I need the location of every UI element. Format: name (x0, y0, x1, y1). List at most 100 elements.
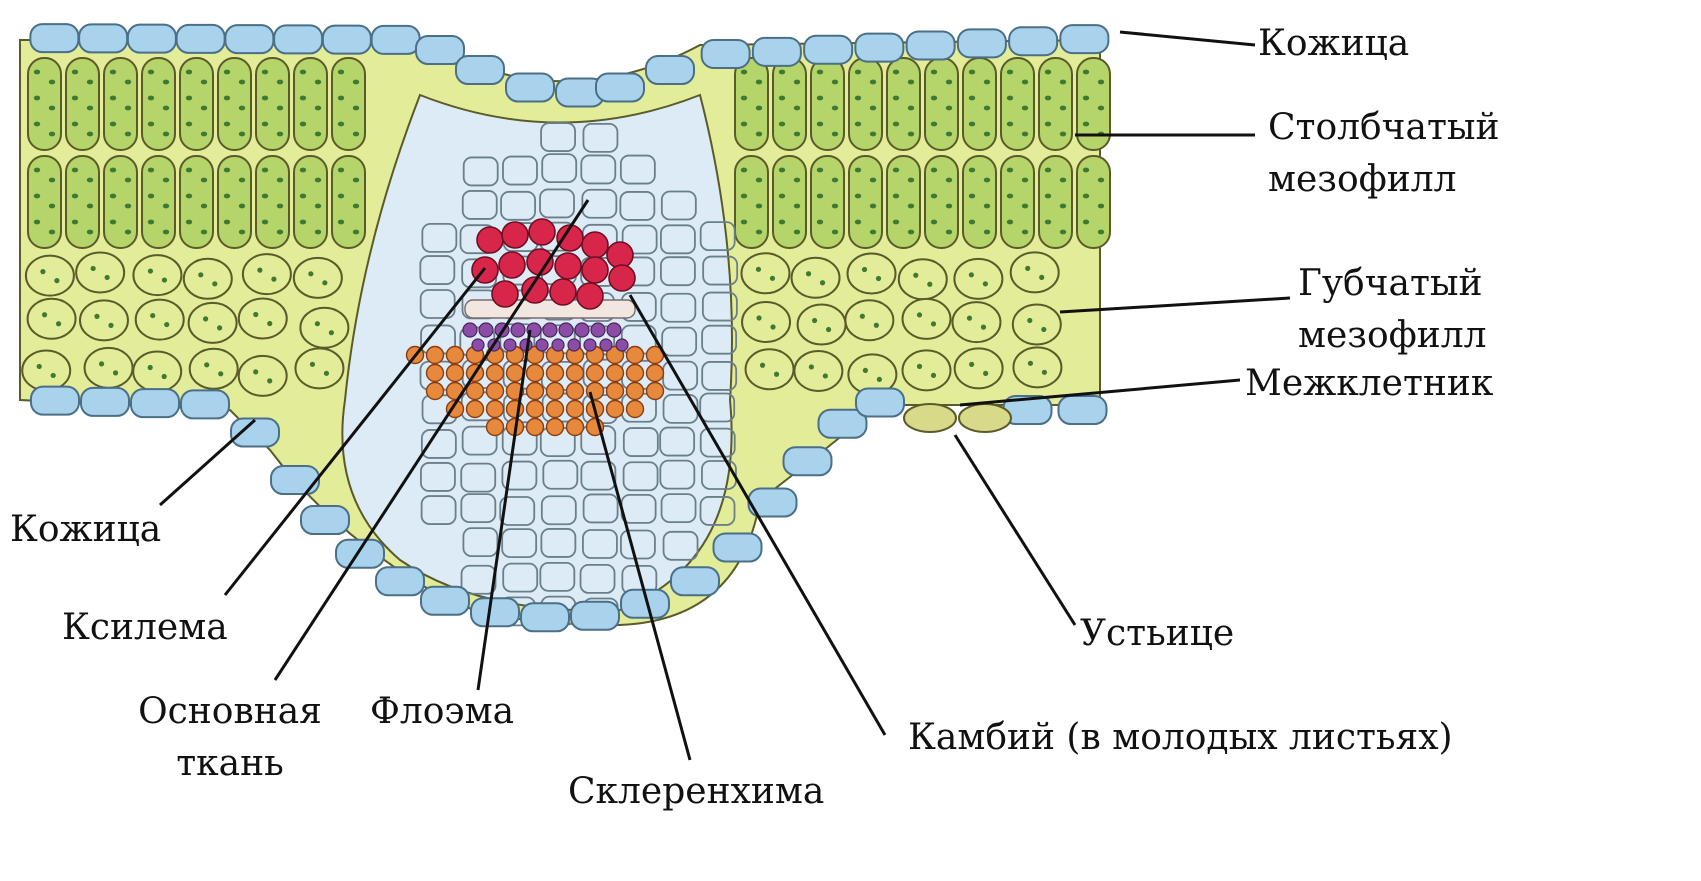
chloroplast (277, 204, 283, 209)
spongy-cell (26, 256, 74, 296)
sclerenchyma-cell (567, 419, 584, 436)
chloroplast (870, 80, 876, 85)
chloroplast (72, 168, 78, 173)
chloroplast (204, 362, 209, 367)
chloroplast (300, 168, 306, 173)
phloem-cell (559, 323, 573, 337)
chloroplast (817, 70, 823, 75)
xylem-vessel (502, 222, 528, 248)
spongy-cell (136, 300, 184, 340)
chloroplast (315, 80, 321, 85)
chloroplast (760, 363, 765, 368)
chloroplast (946, 80, 952, 85)
chloroplast (832, 80, 838, 85)
chloroplast (969, 272, 974, 277)
chloroplast (262, 168, 268, 173)
sclerenchyma-cell (487, 365, 504, 382)
chloroplast (315, 204, 321, 209)
chloroplast (908, 80, 914, 85)
epidermis-cell (421, 587, 469, 615)
chloroplast (1045, 220, 1051, 225)
chloroplast (917, 364, 922, 369)
chloroplast (1083, 70, 1089, 75)
chloroplast (277, 106, 283, 111)
chloroplast (300, 194, 306, 199)
phloem-cell (616, 339, 628, 351)
chloroplast (981, 325, 986, 330)
palisade-cell (1001, 156, 1034, 248)
sclerenchyma-cell (547, 419, 564, 436)
chloroplast (87, 132, 93, 137)
sclerenchyma-cell (467, 401, 484, 418)
epidermis-cell (177, 25, 225, 53)
sclerenchyma-cell (447, 365, 464, 382)
chloroplast (908, 106, 914, 111)
palisade-cell (773, 156, 806, 248)
palisade-cell (66, 156, 99, 248)
chloroplast (239, 204, 245, 209)
chloroplast (110, 220, 116, 225)
chloroplast (201, 80, 207, 85)
chloroplast (1022, 230, 1028, 235)
palisade-cell (218, 156, 251, 248)
spongy-cell (190, 349, 238, 389)
chloroplast (217, 325, 222, 330)
spongy-cell (792, 258, 840, 298)
xylem-vessel (492, 281, 518, 307)
chloroplast (874, 323, 879, 328)
chloroplast (984, 230, 990, 235)
chloroplast (1022, 80, 1028, 85)
chloroplast (832, 204, 838, 209)
chloroplast (72, 122, 78, 127)
chloroplast (931, 96, 937, 101)
label-sclerenchyma: Склеренхима (568, 770, 824, 814)
epidermis-cell (79, 24, 127, 52)
label-cambium: Камбий (в молодых листьях) (908, 716, 1453, 760)
chloroplast (794, 204, 800, 209)
chloroplast (983, 281, 988, 286)
label-palisade-line1: Столбчатый (1268, 106, 1500, 150)
spongy-cell (955, 348, 1003, 388)
chloroplast (917, 312, 922, 317)
chloroplast (817, 168, 823, 173)
chloroplast (931, 122, 937, 127)
palisade-cell (735, 58, 768, 150)
chloroplast (201, 178, 207, 183)
chloroplast (984, 178, 990, 183)
chloroplast (1083, 96, 1089, 101)
chloroplast (826, 327, 831, 332)
chloroplast (224, 220, 230, 225)
chloroplast (186, 96, 192, 101)
chloroplast (239, 132, 245, 137)
sclerenchyma-cell (527, 401, 544, 418)
sclerenchyma-cell (527, 419, 544, 436)
chloroplast (1098, 106, 1104, 111)
palisade-cell (1077, 156, 1110, 248)
leader-epidermis-bottom (160, 420, 255, 505)
chloroplast (741, 194, 747, 199)
spongy-cell (85, 348, 133, 388)
chloroplast (1060, 230, 1066, 235)
label-palisade-line2: мезофилл (1268, 158, 1457, 202)
chloroplast (870, 178, 876, 183)
palisade-cell (218, 58, 251, 150)
chloroplast (315, 106, 321, 111)
phloem-cell (479, 323, 493, 337)
spongy-cell (133, 255, 181, 295)
epidermis-cell (958, 29, 1006, 57)
chloroplast (34, 70, 40, 75)
epidermis-cell (855, 34, 903, 62)
palisade-cell (180, 58, 213, 150)
palisade-cell (1039, 58, 1072, 150)
spongy-cell (184, 259, 232, 299)
palisade-cell (887, 156, 920, 248)
chloroplast (1098, 230, 1104, 235)
label-ground-line2: ткань (110, 742, 350, 786)
chloroplast (72, 96, 78, 101)
palisade-cell (256, 156, 289, 248)
chloroplast (908, 204, 914, 209)
chloroplast (224, 122, 230, 127)
phloem-cell (472, 339, 484, 351)
sclerenchyma-cell (487, 401, 504, 418)
label-spongy-line2: мезофилл (1298, 314, 1487, 358)
